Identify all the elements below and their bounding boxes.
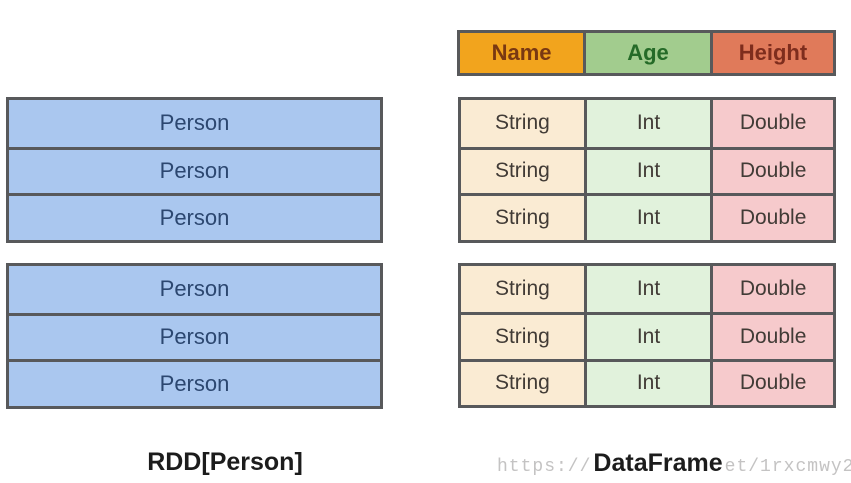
rdd-person-cell: Person	[9, 359, 380, 406]
rdd-person-cell: Person	[9, 312, 380, 360]
rdd-person-cell: Person	[9, 100, 380, 147]
type-cell-int: Int	[583, 266, 711, 313]
type-cell-string: String	[461, 196, 584, 240]
dataframe-caption: DataFrame	[593, 449, 723, 477]
rdd-partition-1: Person Person Person	[6, 97, 383, 243]
dataframe-row: String Int Double	[461, 266, 833, 313]
type-cell-int: Int	[583, 315, 711, 359]
type-cell-string: String	[461, 100, 584, 147]
header-cell-name: Name	[460, 33, 584, 73]
rdd-person-cell: Person	[9, 266, 380, 313]
type-cell-string: String	[461, 315, 584, 359]
type-cell-double: Double	[710, 266, 833, 313]
type-cell-int: Int	[583, 361, 711, 405]
header-cell-height: Height	[709, 33, 833, 73]
type-cell-int: Int	[583, 196, 711, 240]
dataframe-partition-1: String Int Double String Int Double Stri…	[458, 97, 836, 243]
watermark-suffix: et/1rxcmwy2	[724, 457, 851, 477]
type-cell-double: Double	[710, 196, 833, 240]
type-cell-int: Int	[583, 100, 711, 147]
type-cell-double: Double	[710, 100, 833, 147]
watermark-prefix: https://	[497, 457, 592, 477]
type-cell-string: String	[461, 361, 584, 405]
type-cell-string: String	[461, 266, 584, 313]
type-cell-int: Int	[583, 149, 711, 194]
type-cell-double: Double	[710, 361, 833, 405]
dataframe-row: String Int Double	[461, 312, 833, 359]
header-cell-age: Age	[583, 33, 710, 73]
type-cell-double: Double	[710, 315, 833, 359]
dataframe-row: String Int Double	[461, 358, 833, 405]
watermark-and-dataframe-caption: https:// DataFrame et/1rxcmwy2	[497, 449, 851, 478]
rdd-partition-2: Person Person Person	[6, 263, 383, 409]
dataframe-row: String Int Double	[461, 193, 833, 240]
rdd-person-cell: Person	[9, 146, 380, 194]
dataframe-partition-2: String Int Double String Int Double Stri…	[458, 263, 836, 408]
type-cell-string: String	[461, 149, 584, 194]
rdd-caption: RDD[Person]	[147, 448, 303, 476]
type-cell-double: Double	[710, 149, 833, 194]
dataframe-row: String Int Double	[461, 146, 833, 194]
rdd-person-cell: Person	[9, 193, 380, 240]
dataframe-row: String Int Double	[461, 100, 833, 147]
dataframe-header-row: Name Age Height	[457, 30, 836, 76]
